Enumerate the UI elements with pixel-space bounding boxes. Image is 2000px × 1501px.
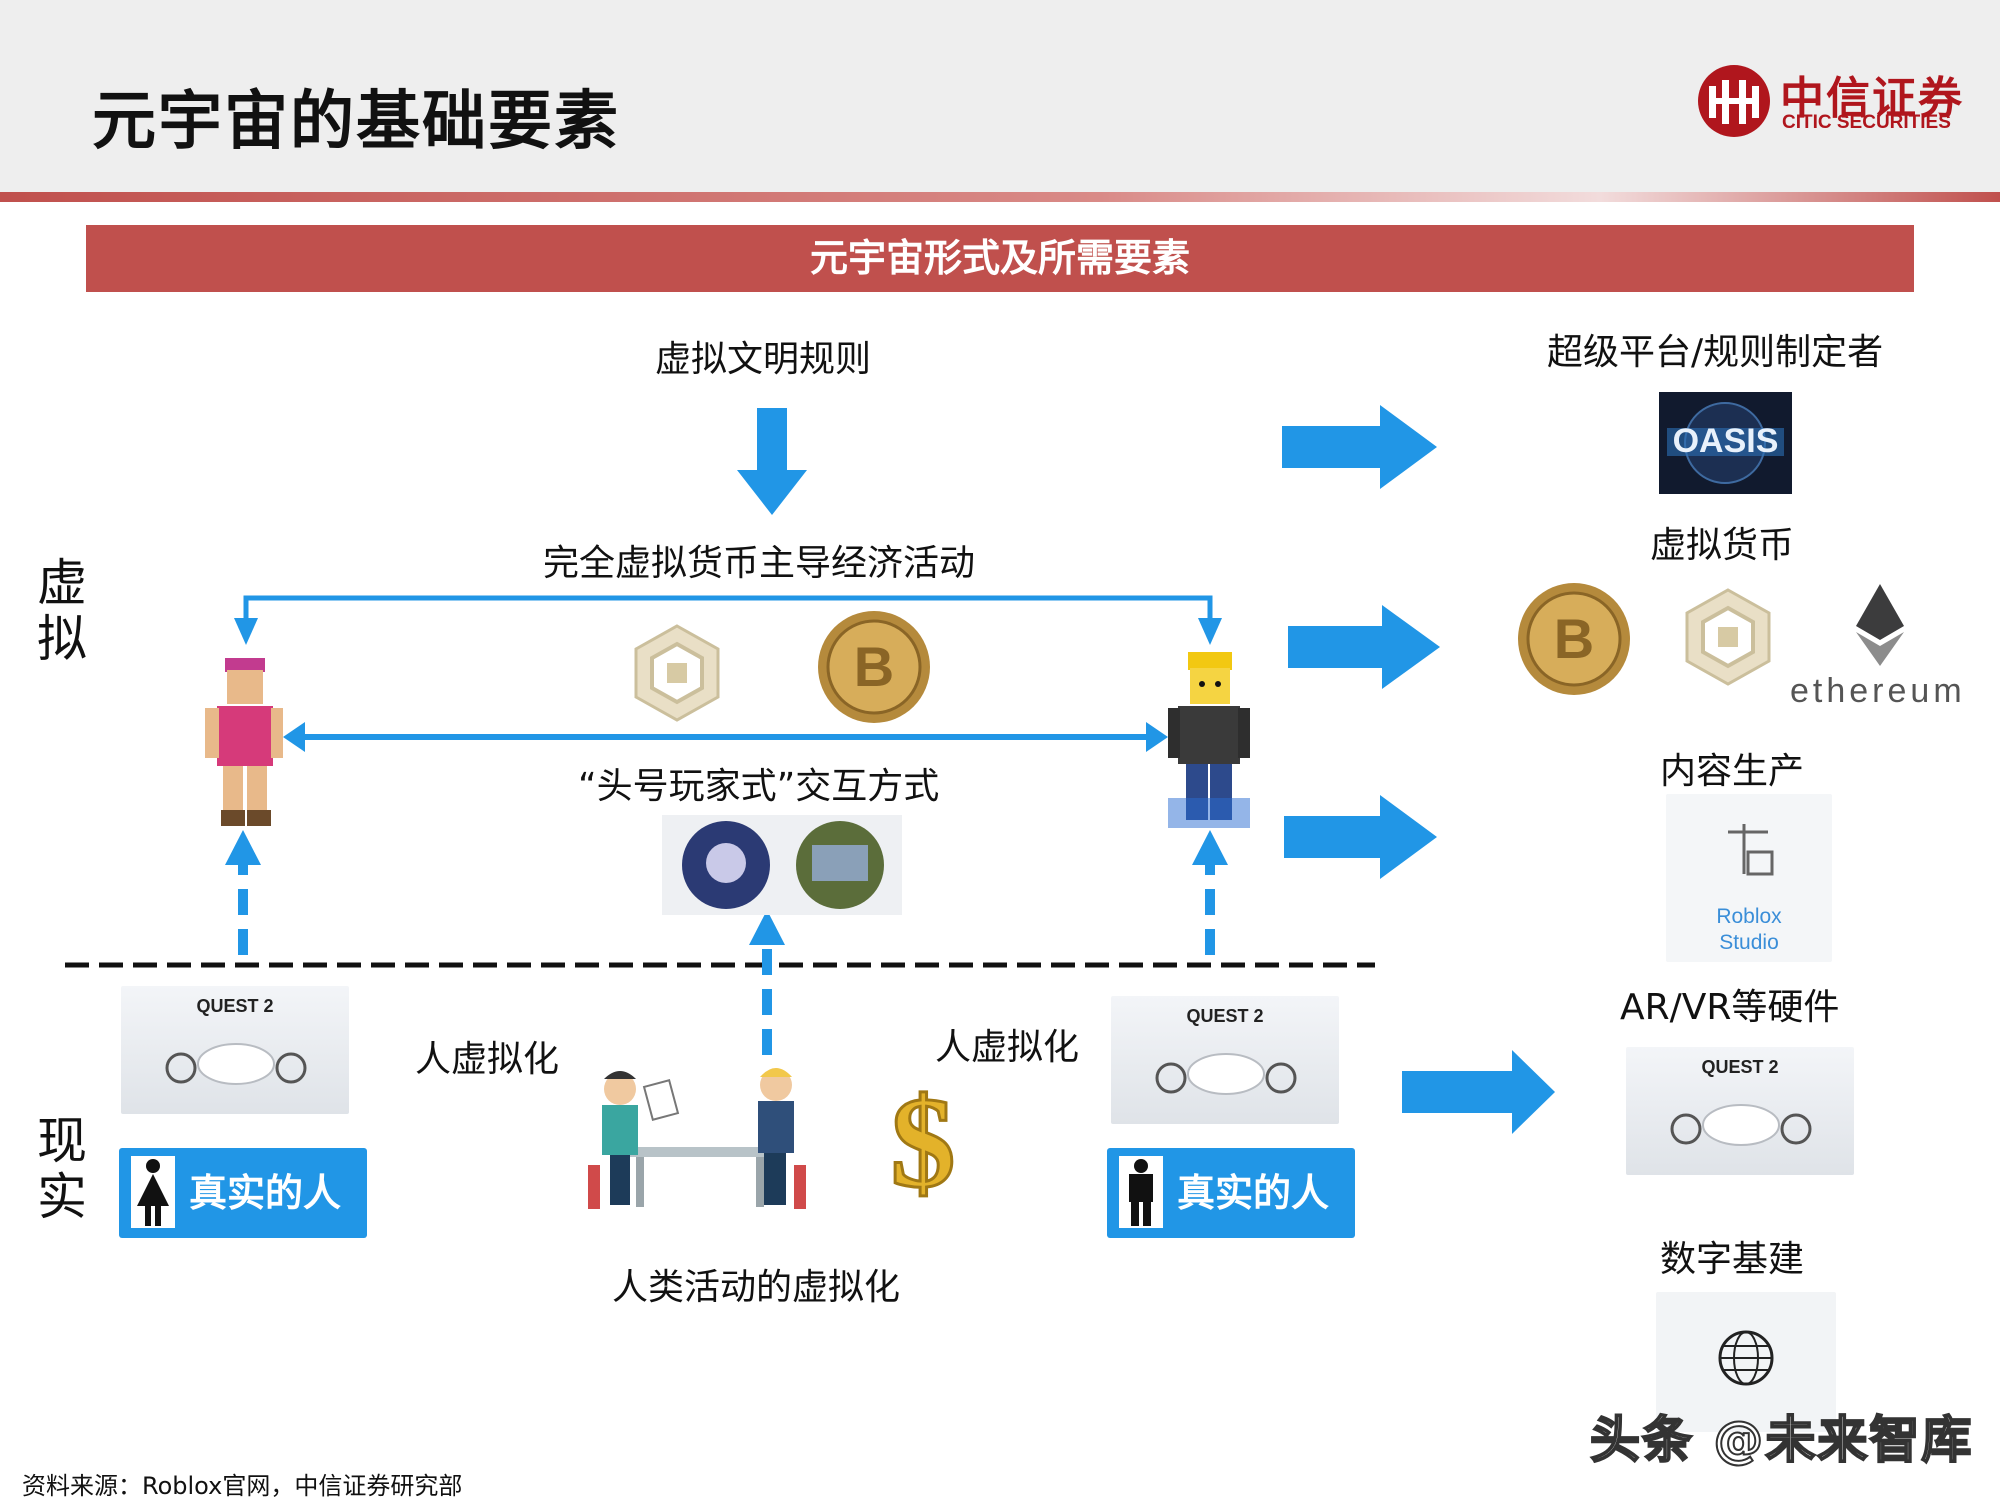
digital-infra-image [1656,1292,1836,1432]
ethereum-icon [1840,582,1920,668]
logo-chinese-text: 中信证券 [1780,73,1964,124]
quest2-card-left: QUEST 2 [121,986,349,1114]
oasis-logo: OASIS [1659,392,1792,494]
content-label: 内容生产 [1660,751,1805,792]
section-banner: 元宇宙形式及所需要素 [86,225,1914,292]
right-arrow-content-icon [1284,795,1437,879]
quest2-label: QUEST 2 [1186,1006,1264,1026]
vr-headset-icon [165,1043,307,1085]
right-arrow-hardware-icon [1402,1050,1555,1134]
rules-label: 虚拟文明规则 [655,339,872,380]
roblox-studio-text-2: Studio [1719,931,1779,954]
logo-english-text: CITIC SECURITIES [1782,112,1951,133]
roblox-studio-text-1: Roblox [1716,905,1782,928]
dollar-sign-icon: $ [873,1068,973,1217]
arrow-head-right-down-icon [1198,618,1222,645]
page-title: 元宇宙的基础要素 [92,85,620,159]
game-screenshots [662,815,902,915]
quest2-label: QUEST 2 [1701,1057,1779,1077]
reality-side-text: 现实 [37,1112,87,1226]
virtual-side-text: 虚拟 [37,554,87,668]
source-note: 资料来源：Roblox官网，中信证券研究部 [22,1472,463,1500]
bitcoin-icon: B [1515,580,1633,698]
header-divider [0,192,2000,202]
svg-text:B: B [854,635,894,698]
hardware-label: AR/VR等硬件 [1620,987,1840,1028]
roblox-avatar-male [1168,648,1250,828]
meeting-illustration [580,1065,812,1213]
roblox-avatar-female [203,650,285,828]
dashed-up-arrow-center [749,910,785,1055]
virtualize-right-label: 人虚拟化 [935,1027,1080,1068]
globe-icon [1718,1330,1774,1386]
svg-text:B: B [1554,607,1594,670]
vr-headset-icon [1670,1104,1812,1146]
oasis-text: OASIS [1672,422,1779,460]
reality-side-label: 现实 [32,1113,92,1225]
real-person-badge-left: 真实的人 [119,1148,367,1238]
man-icon [1119,1156,1163,1228]
robux-coin-icon [622,618,732,728]
real-person-label: 真实的人 [189,1171,342,1215]
dashed-up-arrow-left [225,830,261,955]
woman-icon [131,1156,175,1228]
real-person-badge-right: 真实的人 [1107,1148,1355,1238]
currency-economy-label: 完全虚拟货币主导经济活动 [543,543,976,584]
citic-logo-icon [1695,62,1773,140]
right-arrow-currency-icon [1288,605,1440,689]
infra-label: 数字基建 [1660,1239,1805,1280]
quest2-card-hardware: QUEST 2 [1626,1047,1854,1175]
currency-bracket-arrow [243,595,1213,618]
interaction-double-arrow [283,722,1168,752]
ethereum-text: ethereum [1790,672,1966,710]
dashed-up-arrow-right [1192,830,1228,955]
interaction-label: “头号玩家式”交互方式 [578,766,940,807]
right-arrow-platform-icon [1282,405,1437,489]
robux-icon [1673,582,1783,692]
quest2-label: QUEST 2 [196,996,274,1016]
platform-label: 超级平台/规则制定者 [1547,332,1884,373]
virtualize-left-label: 人虚拟化 [415,1039,560,1080]
watermark: 头条 @未来智库 [1589,1410,1974,1470]
down-arrow-icon [737,408,807,515]
vr-headset-icon [1155,1053,1297,1095]
human-activity-label: 人类活动的虚拟化 [612,1267,901,1308]
roblox-studio-logo: Roblox Studio [1666,794,1832,962]
header-bar [0,0,2000,192]
real-person-label: 真实的人 [1177,1171,1330,1215]
bitcoin-coin-icon: B [815,608,933,726]
svg-text:$: $ [891,1071,956,1204]
virtual-side-label: 虚拟 [32,555,92,667]
quest2-card-right: QUEST 2 [1111,996,1339,1124]
arrow-head-left-down-icon [234,618,258,645]
currency-label: 虚拟货币 [1650,525,1795,566]
crane-icon [1728,824,1774,876]
